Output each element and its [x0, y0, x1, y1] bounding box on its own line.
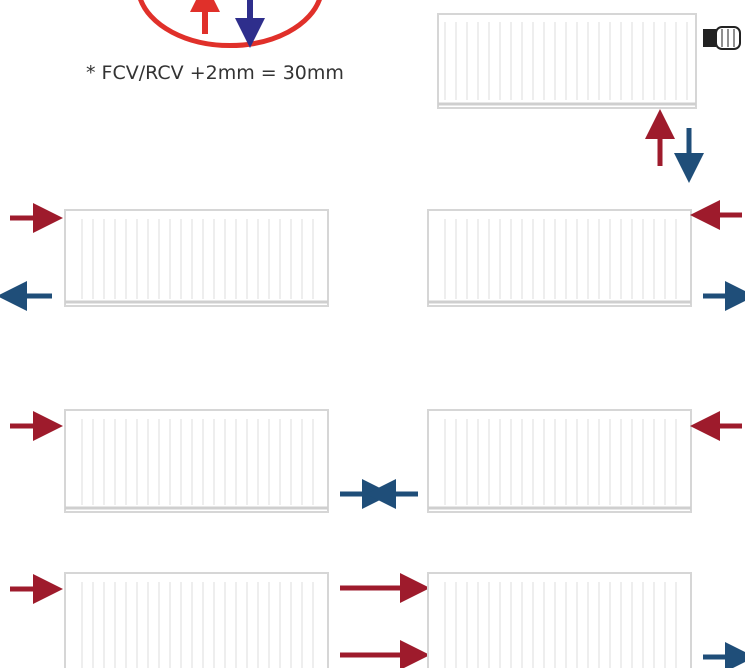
radiator-panel-icon [427, 209, 692, 307]
radiator-panel-icon [437, 13, 697, 109]
radiator-panel-icon [64, 409, 329, 513]
radiator-panel-icon [64, 572, 329, 668]
radiator-panel-icon [64, 209, 329, 307]
radiator-panel-icon [427, 572, 692, 668]
connection-circle-icon [138, 0, 322, 49]
dimension-note: * FCV/RCV +2mm = 30mm [86, 62, 344, 84]
thermostatic-valve-icon [703, 26, 741, 50]
radiator-panel-icon [427, 409, 692, 513]
